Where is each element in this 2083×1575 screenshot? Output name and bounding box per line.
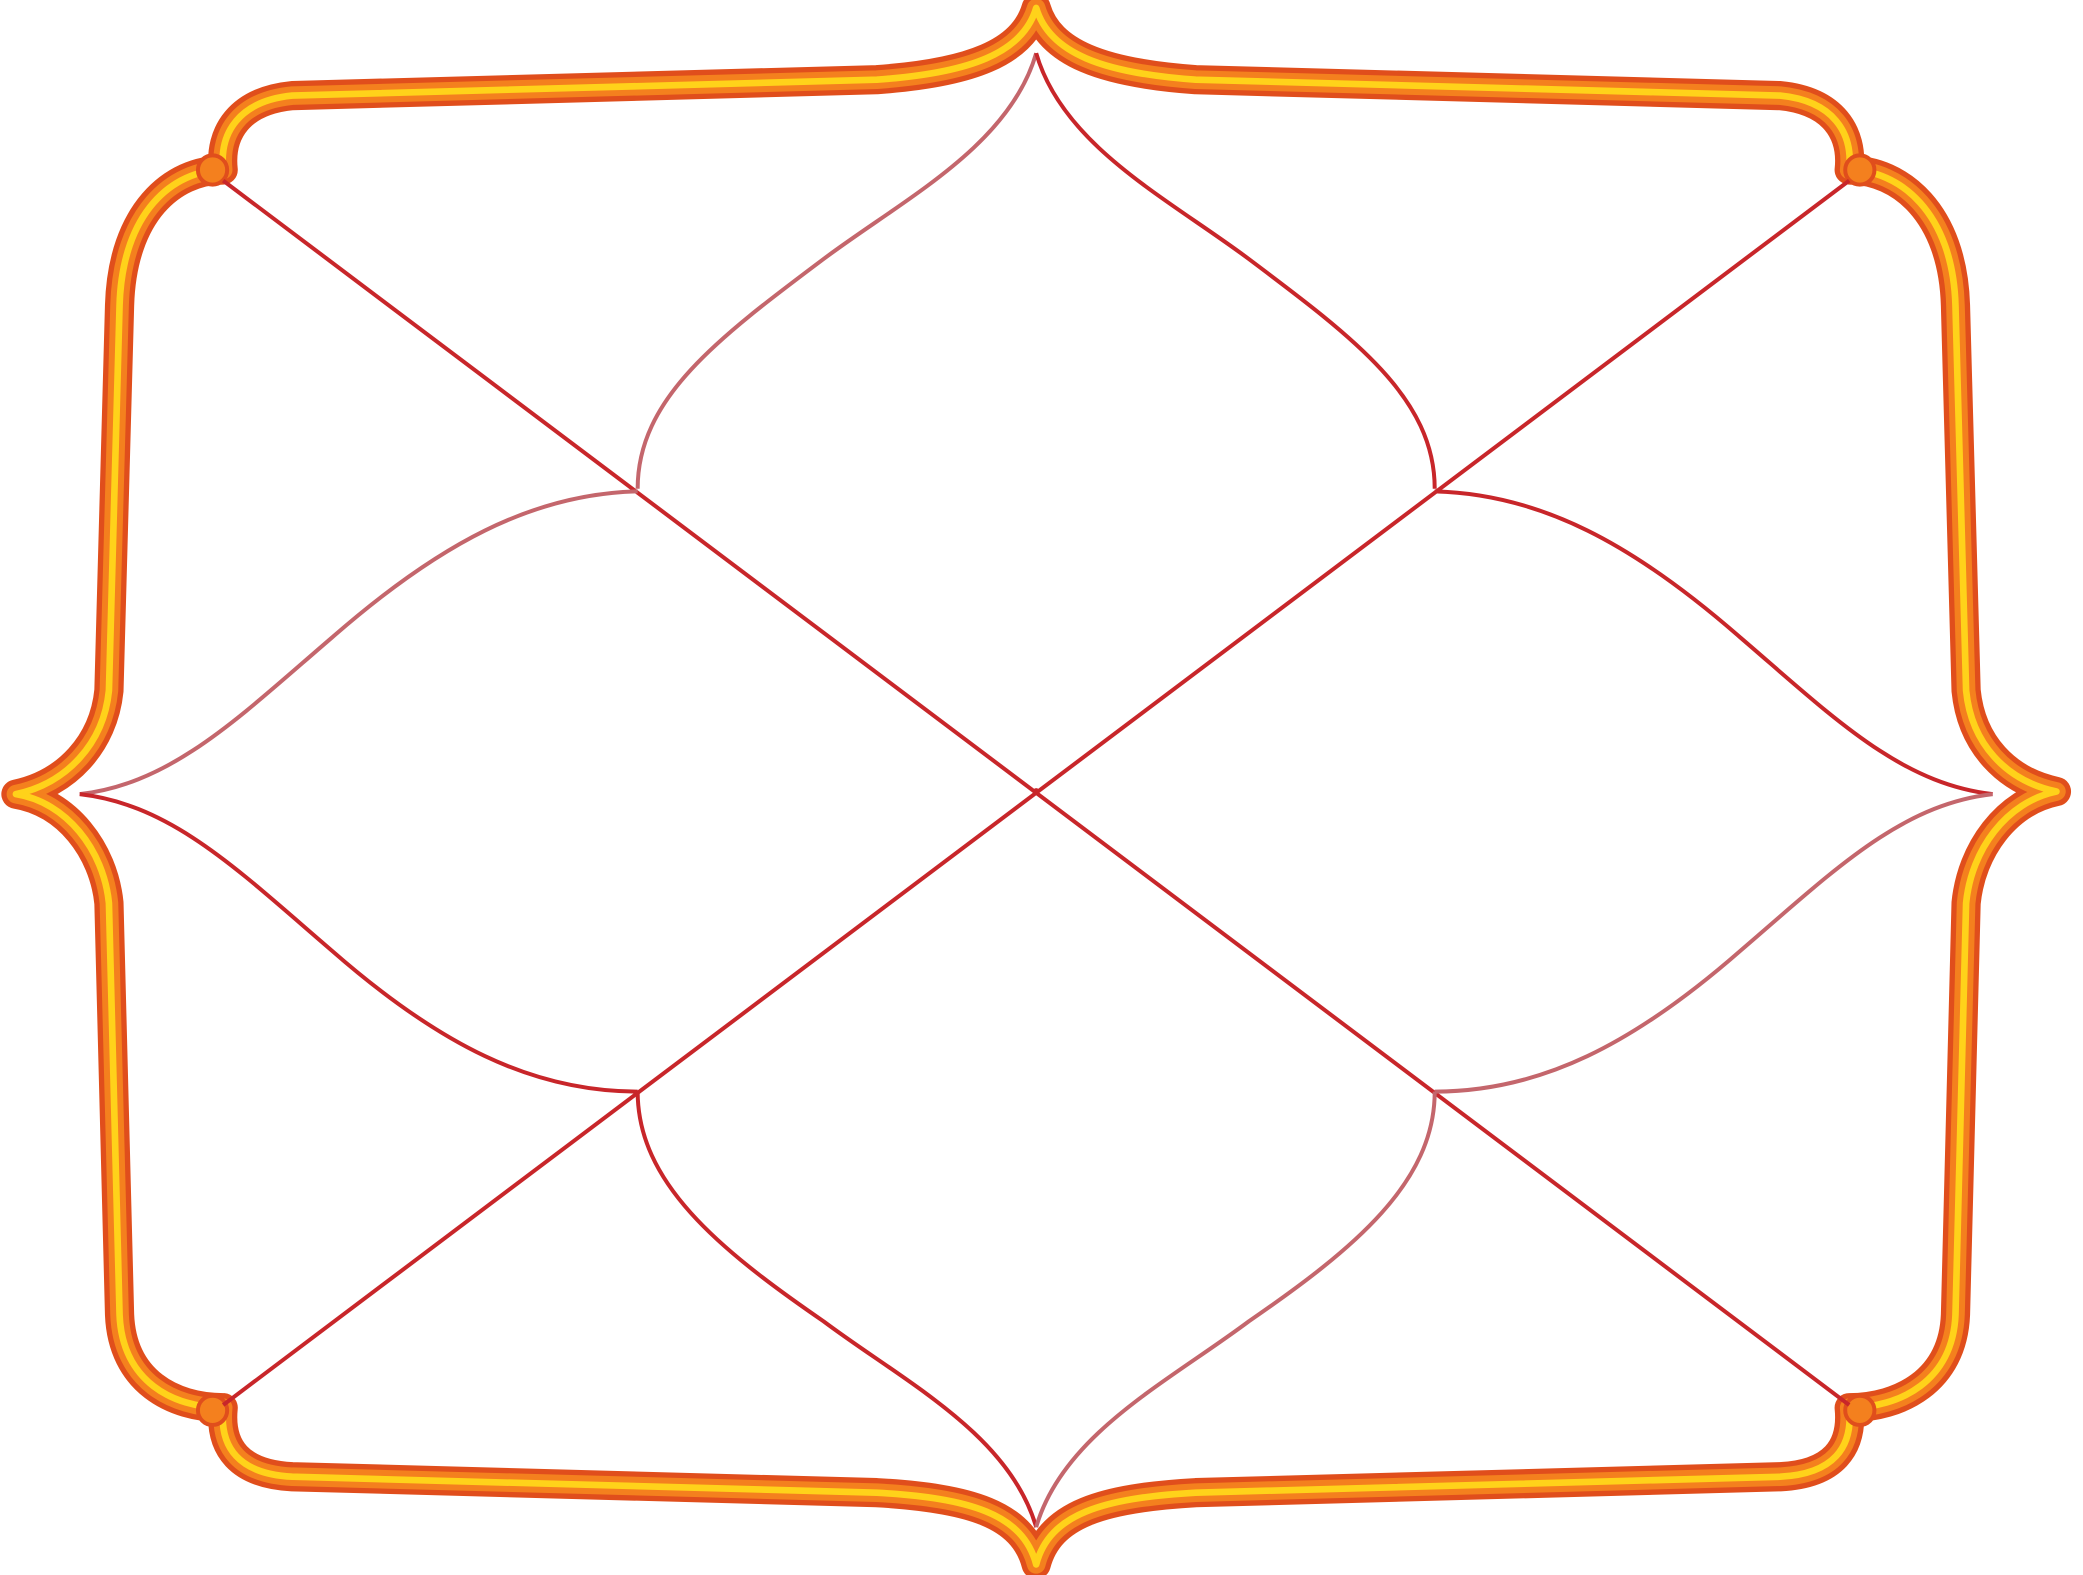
arc-left-lower — [79, 792, 638, 1094]
frame-corner-knob-3 — [195, 1393, 230, 1427]
arc-bottom-right — [1034, 1091, 1437, 1528]
arc-top-right — [1034, 52, 1437, 489]
arc-bottom-left — [635, 1091, 1039, 1528]
center-point — [1032, 788, 1040, 795]
frame-corner-knob-1 — [195, 153, 230, 187]
arc-left-upper — [79, 489, 638, 797]
arc-right-upper — [1434, 489, 1993, 797]
frame-corner-knob-2 — [1843, 153, 1877, 187]
arc-top-left — [635, 52, 1039, 489]
frame-corner-knob-4 — [1843, 1393, 1877, 1427]
frame-inner-highlight — [12, 4, 2060, 1568]
house-dividers — [79, 52, 1993, 1528]
arc-right-lower — [1434, 792, 1993, 1094]
